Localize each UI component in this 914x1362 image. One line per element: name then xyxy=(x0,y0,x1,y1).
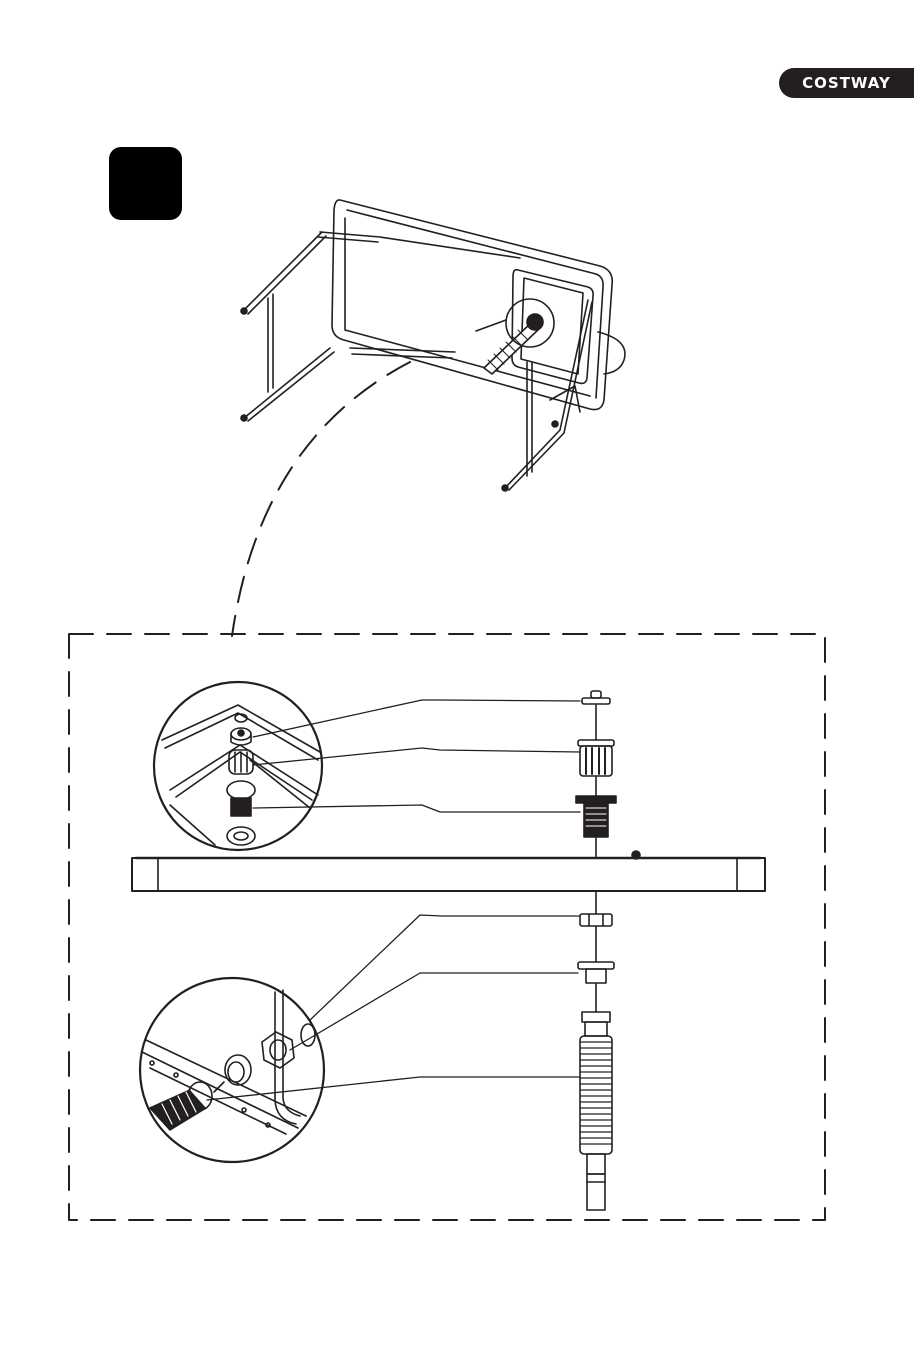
tabletop-section xyxy=(132,851,765,891)
top-magnified-view xyxy=(154,682,322,850)
exploded-parts-top xyxy=(576,691,616,858)
bottom-magnified-view xyxy=(140,978,324,1162)
detail-frame xyxy=(69,634,825,1220)
leg-right xyxy=(505,300,588,488)
hose-icon xyxy=(580,1012,612,1210)
tabletop-outline xyxy=(332,200,612,410)
drain-body-icon xyxy=(576,796,616,837)
table-overview-drawing xyxy=(241,200,625,491)
callout-arc xyxy=(232,362,410,636)
drain-cap-icon xyxy=(582,691,610,704)
strainer-icon xyxy=(578,740,614,776)
leg-left-front xyxy=(244,348,330,418)
lock-nut-icon xyxy=(580,914,612,926)
exploded-parts-bottom xyxy=(578,891,614,1210)
adapter-icon xyxy=(578,962,614,983)
leg-left-back xyxy=(244,232,322,310)
